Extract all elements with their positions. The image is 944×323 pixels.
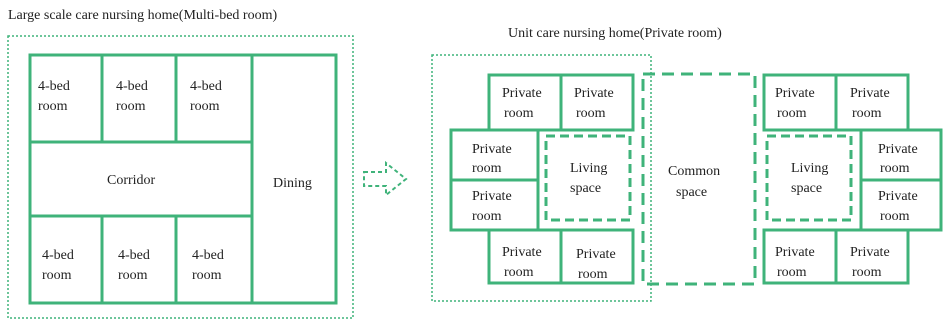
label-line-1: Living bbox=[570, 161, 607, 176]
label-line-2: room bbox=[777, 265, 807, 280]
private-room-label: Private room bbox=[878, 189, 918, 224]
label-line-2: room bbox=[192, 268, 222, 283]
label-line-2: room bbox=[472, 209, 502, 224]
label-line-1: Private bbox=[878, 189, 918, 204]
dining-label: Dining bbox=[273, 176, 312, 191]
label-line-1: 4-bed bbox=[118, 248, 150, 263]
private-room-label: Private room bbox=[878, 142, 918, 176]
label-line-1: Private bbox=[472, 189, 512, 204]
private-room-label: Private room bbox=[502, 245, 542, 280]
private-room-label: Private room bbox=[576, 247, 616, 282]
label-line-1: 4-bed bbox=[190, 79, 222, 94]
private-room-label: Private room bbox=[850, 86, 890, 121]
living-space-label: Living space bbox=[570, 161, 607, 196]
four-bed-room-label: 4-bed room bbox=[116, 79, 148, 114]
label-line-2: room bbox=[42, 268, 72, 283]
common-space-area bbox=[641, 72, 757, 286]
private-room-label: Private room bbox=[775, 86, 815, 121]
dashed-right-arrow-icon bbox=[363, 160, 408, 198]
label-line-2: room bbox=[38, 99, 68, 114]
left-plan-title: Large scale care nursing home(Multi-bed … bbox=[8, 8, 277, 23]
label-line-1: Private bbox=[775, 86, 815, 101]
label-line-1: Private bbox=[472, 142, 512, 157]
label-line-1: Private bbox=[850, 245, 890, 260]
label-line-2: space bbox=[791, 181, 822, 196]
label-line-1: 4-bed bbox=[38, 79, 70, 94]
living-space-label: Living space bbox=[791, 161, 828, 196]
label-line-2: room bbox=[118, 268, 148, 283]
label-line-1: 4-bed bbox=[192, 248, 224, 263]
label-line-1: Private bbox=[574, 86, 614, 101]
label-line-1: 4-bed bbox=[116, 79, 148, 94]
label-line-2: room bbox=[852, 265, 882, 280]
right-boundary bbox=[431, 54, 652, 302]
unit-b-walls bbox=[762, 73, 943, 285]
label-line-1: Common bbox=[668, 164, 720, 179]
four-bed-room-label: 4-bed room bbox=[38, 79, 70, 114]
label-line-2: room bbox=[504, 106, 534, 121]
four-bed-room-label: 4-bed room bbox=[118, 248, 150, 283]
label-line-2: room bbox=[578, 267, 608, 282]
label-line-1: Private bbox=[576, 247, 616, 262]
label-line-2: space bbox=[570, 181, 601, 196]
label-line-2: room bbox=[190, 99, 220, 114]
label-line-2: room bbox=[504, 265, 534, 280]
private-room-label: Private room bbox=[502, 86, 542, 121]
label-line-2: room bbox=[576, 106, 606, 121]
label-line-2: room bbox=[880, 209, 910, 224]
label-line-1: Private bbox=[775, 245, 815, 260]
living-space-area bbox=[544, 134, 632, 222]
private-room-label: Private room bbox=[574, 86, 614, 121]
label-line-1: Private bbox=[502, 86, 542, 101]
left-walls bbox=[28, 53, 338, 305]
corridor-label: Corridor bbox=[107, 173, 156, 188]
label-line-2: room bbox=[472, 161, 502, 176]
unit-a-walls bbox=[449, 73, 635, 285]
right-plan-title: Unit care nursing home(Private room) bbox=[508, 26, 722, 41]
four-bed-room-label: 4-bed room bbox=[190, 79, 222, 114]
label-line-2: space bbox=[676, 185, 707, 200]
label-line-1: Living bbox=[791, 161, 828, 176]
left-boundary bbox=[7, 35, 354, 319]
common-space-label: Common space bbox=[668, 164, 720, 200]
label-line-1: Private bbox=[502, 245, 542, 260]
label-line-2: room bbox=[777, 106, 807, 121]
label-line-2: room bbox=[116, 99, 146, 114]
label-line-1: Private bbox=[850, 86, 890, 101]
label-line-2: room bbox=[852, 106, 882, 121]
four-bed-room-label: 4-bed room bbox=[42, 248, 74, 283]
label-line-2: room bbox=[880, 161, 910, 176]
private-room-label: Private room bbox=[472, 142, 512, 176]
private-room-label: Private room bbox=[472, 189, 512, 224]
private-room-label: Private room bbox=[775, 245, 815, 280]
living-space-area bbox=[765, 134, 853, 222]
private-room-label: Private room bbox=[850, 245, 890, 280]
four-bed-room-label: 4-bed room bbox=[192, 248, 224, 283]
label-line-1: 4-bed bbox=[42, 248, 74, 263]
label-line-1: Private bbox=[878, 142, 918, 157]
